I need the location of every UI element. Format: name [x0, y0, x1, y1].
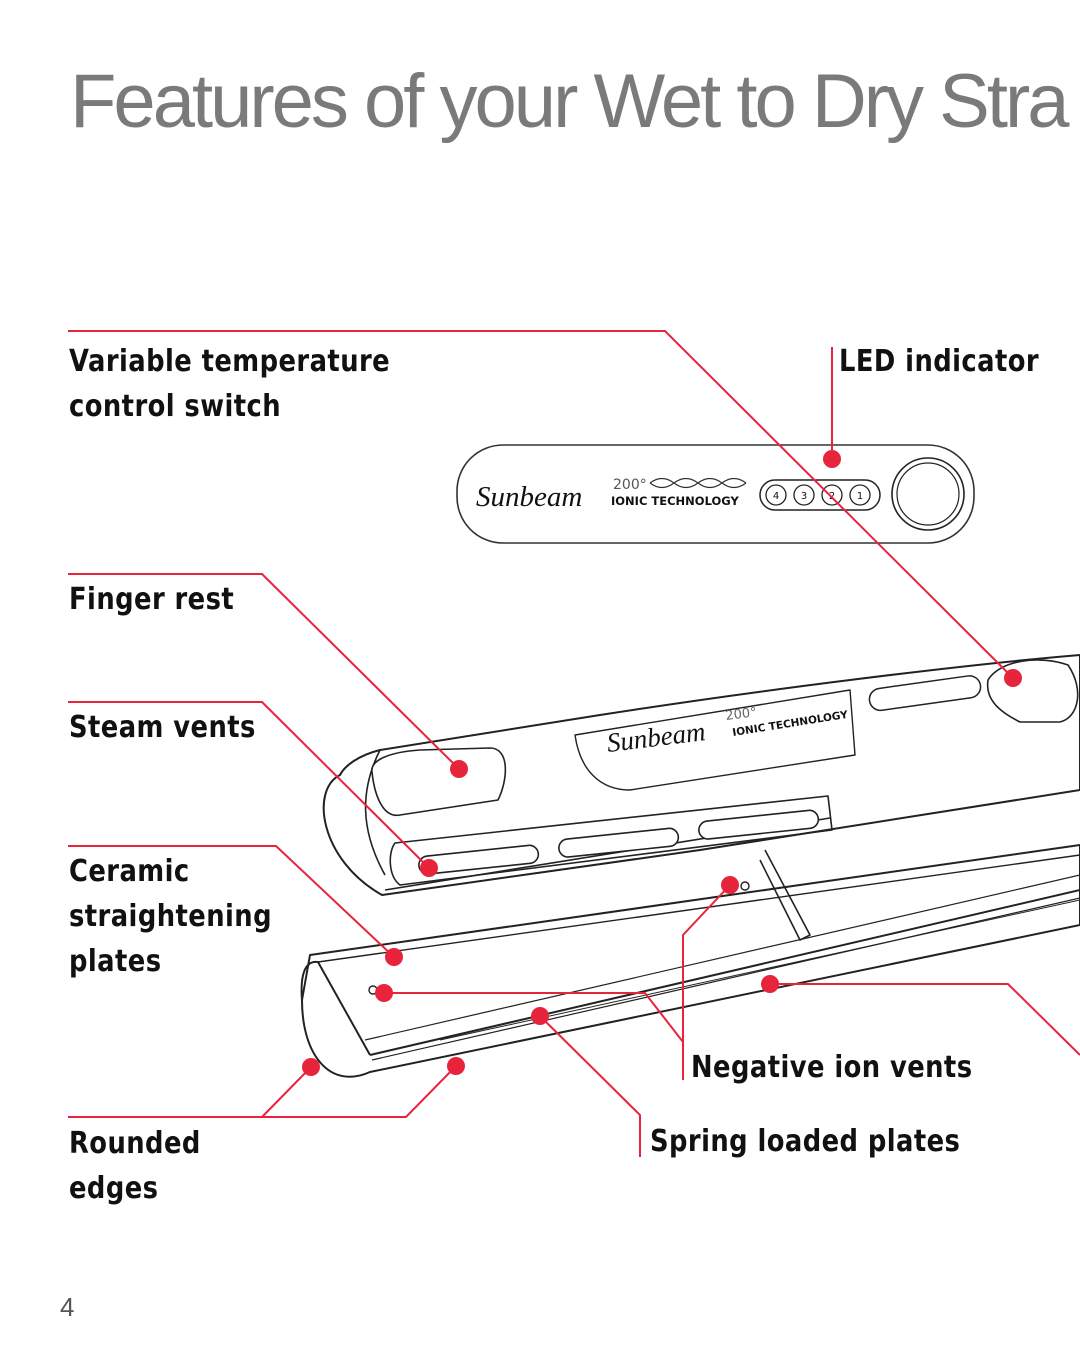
label-variable-temperature-control-switch: Variable temperature control switch — [69, 344, 391, 424]
label-steam-vents: Steam vents — [69, 710, 256, 745]
callout-dots — [302, 450, 1022, 1076]
finger-rest — [371, 747, 507, 817]
dot-ion-vent-2 — [721, 876, 739, 894]
leader-rounded-edges — [68, 1065, 457, 1118]
led-3-label: 3 — [801, 491, 807, 502]
label-spring-loaded-plates: Spring loaded plates — [650, 1124, 961, 1159]
dot-variable-temp — [1004, 669, 1022, 687]
label-ceramic-straightening-plates: Ceramic straightening plates — [69, 854, 272, 979]
leader-finger-rest — [68, 573, 460, 770]
leader-steam-vents — [68, 701, 430, 869]
label-rounded-edges: Rounded edges — [69, 1126, 201, 1206]
arm-led-strip — [868, 675, 982, 712]
dot-rounded-edge-1 — [302, 1058, 320, 1076]
label-led-indicator: LED indicator — [839, 344, 1040, 379]
dot-led-indicator — [823, 450, 841, 468]
control-panel-closeup: Sunbeam 200° IONIC TECHNOLOGY 4 3 2 1 — [456, 444, 975, 544]
arm-temp-label: 200° — [725, 705, 758, 724]
dot-finger-rest — [450, 760, 468, 778]
dot-ion-vent-1 — [375, 984, 393, 1002]
arm-logo-plate — [574, 689, 856, 791]
steam-vent-3 — [698, 809, 820, 840]
leader-offpage — [770, 983, 1080, 1056]
dot-steam-vents — [420, 859, 438, 877]
led-strip — [759, 479, 881, 511]
page-title: Features of your Wet to Dry Stra — [70, 59, 1070, 144]
dot-offpage — [761, 975, 779, 993]
brand-logo: Sunbeam — [476, 481, 582, 513]
temp-label: 200° — [613, 477, 647, 493]
led-1-label: 1 — [857, 491, 863, 502]
page-number: 4 — [60, 1292, 75, 1322]
leader-spring-loaded-plates — [539, 1015, 641, 1157]
temperature-dial — [891, 457, 965, 531]
ionic-technology-label: IONIC TECHNOLOGY — [611, 494, 739, 508]
steam-vent-2 — [558, 827, 680, 858]
label-finger-rest: Finger rest — [69, 582, 235, 617]
dot-ceramic-plates — [385, 948, 403, 966]
label-negative-ion-vents: Negative ion vents — [691, 1050, 973, 1085]
wave-icon — [649, 477, 747, 489]
leader-ceramic-plates — [68, 845, 395, 958]
lower-arm — [301, 844, 1080, 1078]
hinge-spring — [759, 849, 811, 941]
dot-rounded-edge-2 — [447, 1057, 465, 1075]
leader-variable-temp — [68, 330, 1014, 679]
callout-leaders — [68, 330, 1080, 1157]
steam-vent-1 — [418, 844, 540, 875]
ceramic-plate-edge — [364, 874, 1080, 1041]
straightener-drawing — [300, 654, 1080, 1078]
dot-spring-plates — [531, 1007, 549, 1025]
led-4-label: 4 — [773, 491, 779, 502]
